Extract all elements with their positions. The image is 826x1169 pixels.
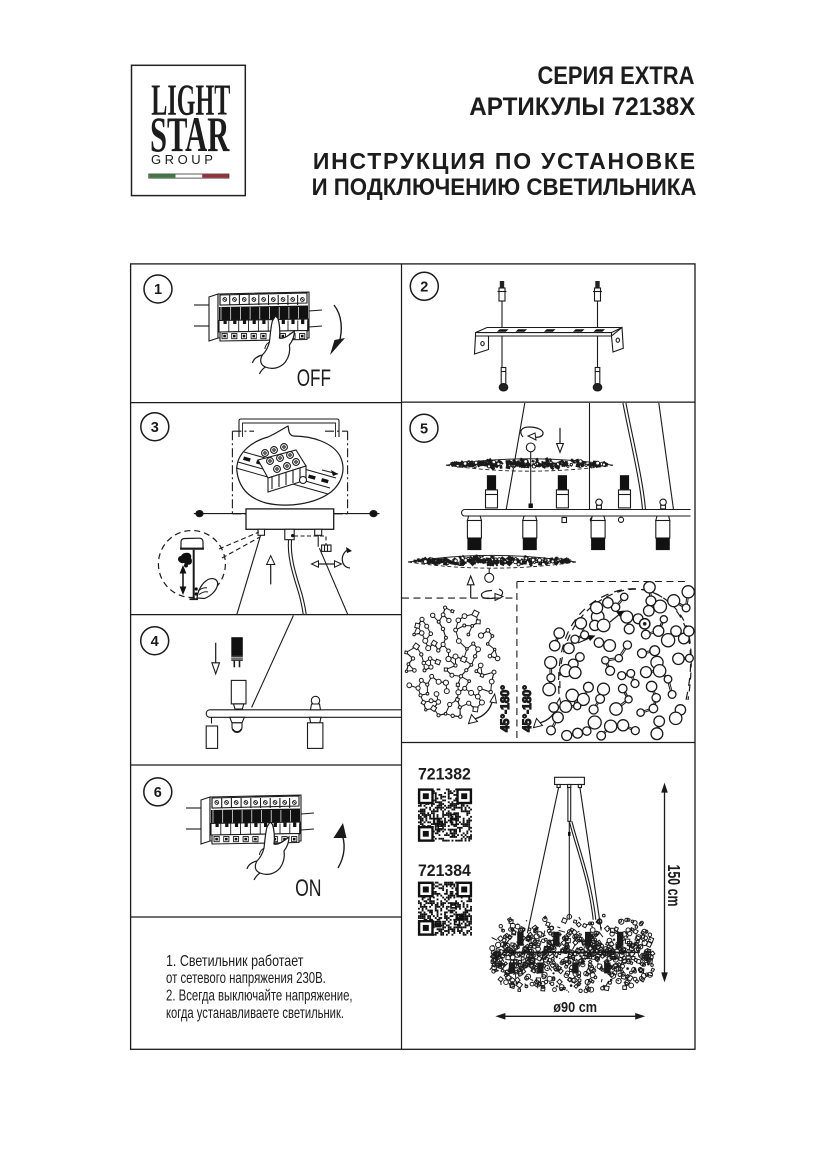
svg-text:когда устанавливаете светильни: когда устанавливаете светильник.: [166, 1004, 344, 1021]
svg-text:5: 5: [420, 421, 428, 437]
svg-text:1. Светильник работает: 1. Светильник работает: [166, 951, 304, 969]
svg-text:LIGHT: LIGHT: [151, 75, 230, 125]
svg-text:STAR: STAR: [150, 106, 230, 161]
svg-text:И ПОДКЛЮЧЕНИЮ СВЕТИЛЬНИКА: И ПОДКЛЮЧЕНИЮ СВЕТИЛЬНИКА: [312, 173, 697, 200]
svg-text:2: 2: [420, 280, 428, 296]
svg-text:45°-180°: 45°-180°: [520, 685, 534, 732]
svg-text:6: 6: [154, 785, 162, 801]
svg-text:150 cm: 150 cm: [663, 865, 683, 907]
svg-text:45°-180°: 45°-180°: [498, 685, 512, 732]
svg-text:OFF: OFF: [297, 365, 331, 392]
svg-text:СЕРИЯ EXTRA: СЕРИЯ EXTRA: [537, 62, 694, 90]
svg-text:721382: 721382: [418, 765, 471, 783]
svg-text:GROUP: GROUP: [151, 152, 216, 167]
svg-text:ИНСТРУКЦИЯ ПО УСТАНОВКЕ: ИНСТРУКЦИЯ ПО УСТАНОВКЕ: [313, 148, 697, 174]
svg-text:4: 4: [151, 634, 159, 650]
svg-text:от сетевого напряжения 230В.: от сетевого напряжения 230В.: [166, 969, 326, 986]
svg-text:ON: ON: [295, 874, 321, 902]
svg-text:3: 3: [151, 420, 159, 436]
svg-text:АРТИКУЛЫ 72138X: АРТИКУЛЫ 72138X: [469, 94, 696, 121]
svg-text:2. Всегда выключайте напряжени: 2. Всегда выключайте напряжение,: [166, 987, 353, 1004]
svg-text:721384: 721384: [418, 862, 471, 880]
svg-text:1: 1: [154, 282, 162, 298]
svg-text:ø90 cm: ø90 cm: [553, 999, 597, 1015]
